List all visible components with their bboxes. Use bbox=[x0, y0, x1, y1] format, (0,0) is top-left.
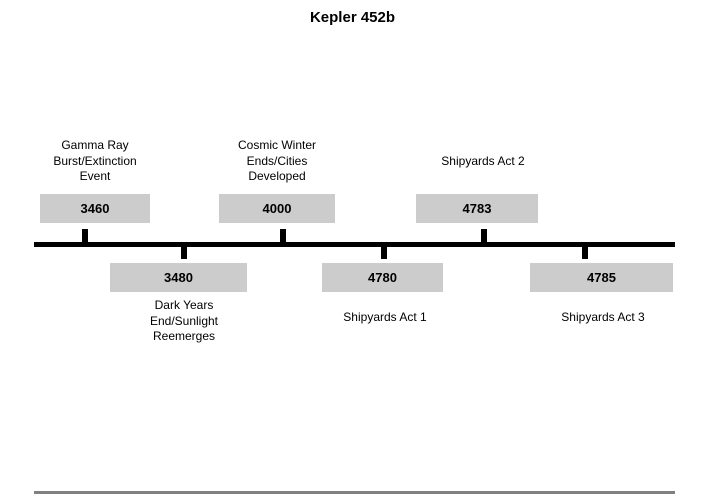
timeline-tick bbox=[82, 229, 88, 243]
year-box: 4785 bbox=[530, 263, 673, 292]
event-label: Cosmic Winter Ends/Cities Developed bbox=[237, 138, 316, 183]
year-value: 3460 bbox=[80, 201, 110, 216]
event-label: Dark Years End/Sunlight Reemerges bbox=[149, 298, 219, 343]
year-box: 4780 bbox=[322, 263, 443, 292]
year-value: 4783 bbox=[462, 201, 492, 216]
timeline-tick bbox=[181, 246, 187, 259]
event-label: Gamma Ray Burst/Extinction Event bbox=[53, 138, 137, 183]
year-value: 3480 bbox=[164, 270, 193, 285]
year-box: 3460 bbox=[40, 194, 150, 223]
timeline-tick bbox=[280, 229, 286, 243]
event-label: Shipyards Act 2 bbox=[441, 154, 525, 168]
timeline-tick bbox=[381, 246, 387, 259]
year-value: 4785 bbox=[587, 270, 616, 285]
year-box: 4000 bbox=[219, 194, 335, 223]
year-value: 4000 bbox=[262, 201, 292, 216]
page-title: Kepler 452b bbox=[309, 9, 396, 26]
year-value: 4780 bbox=[368, 270, 397, 285]
year-box: 4783 bbox=[416, 194, 538, 223]
timeline-tick bbox=[481, 229, 487, 243]
timeline-tick bbox=[582, 246, 588, 259]
year-box: 3480 bbox=[110, 263, 247, 292]
event-label: Shipyards Act 3 bbox=[561, 310, 645, 324]
footer-rule bbox=[34, 491, 675, 494]
timeline-axis bbox=[34, 242, 675, 247]
event-label: Shipyards Act 1 bbox=[343, 310, 427, 324]
